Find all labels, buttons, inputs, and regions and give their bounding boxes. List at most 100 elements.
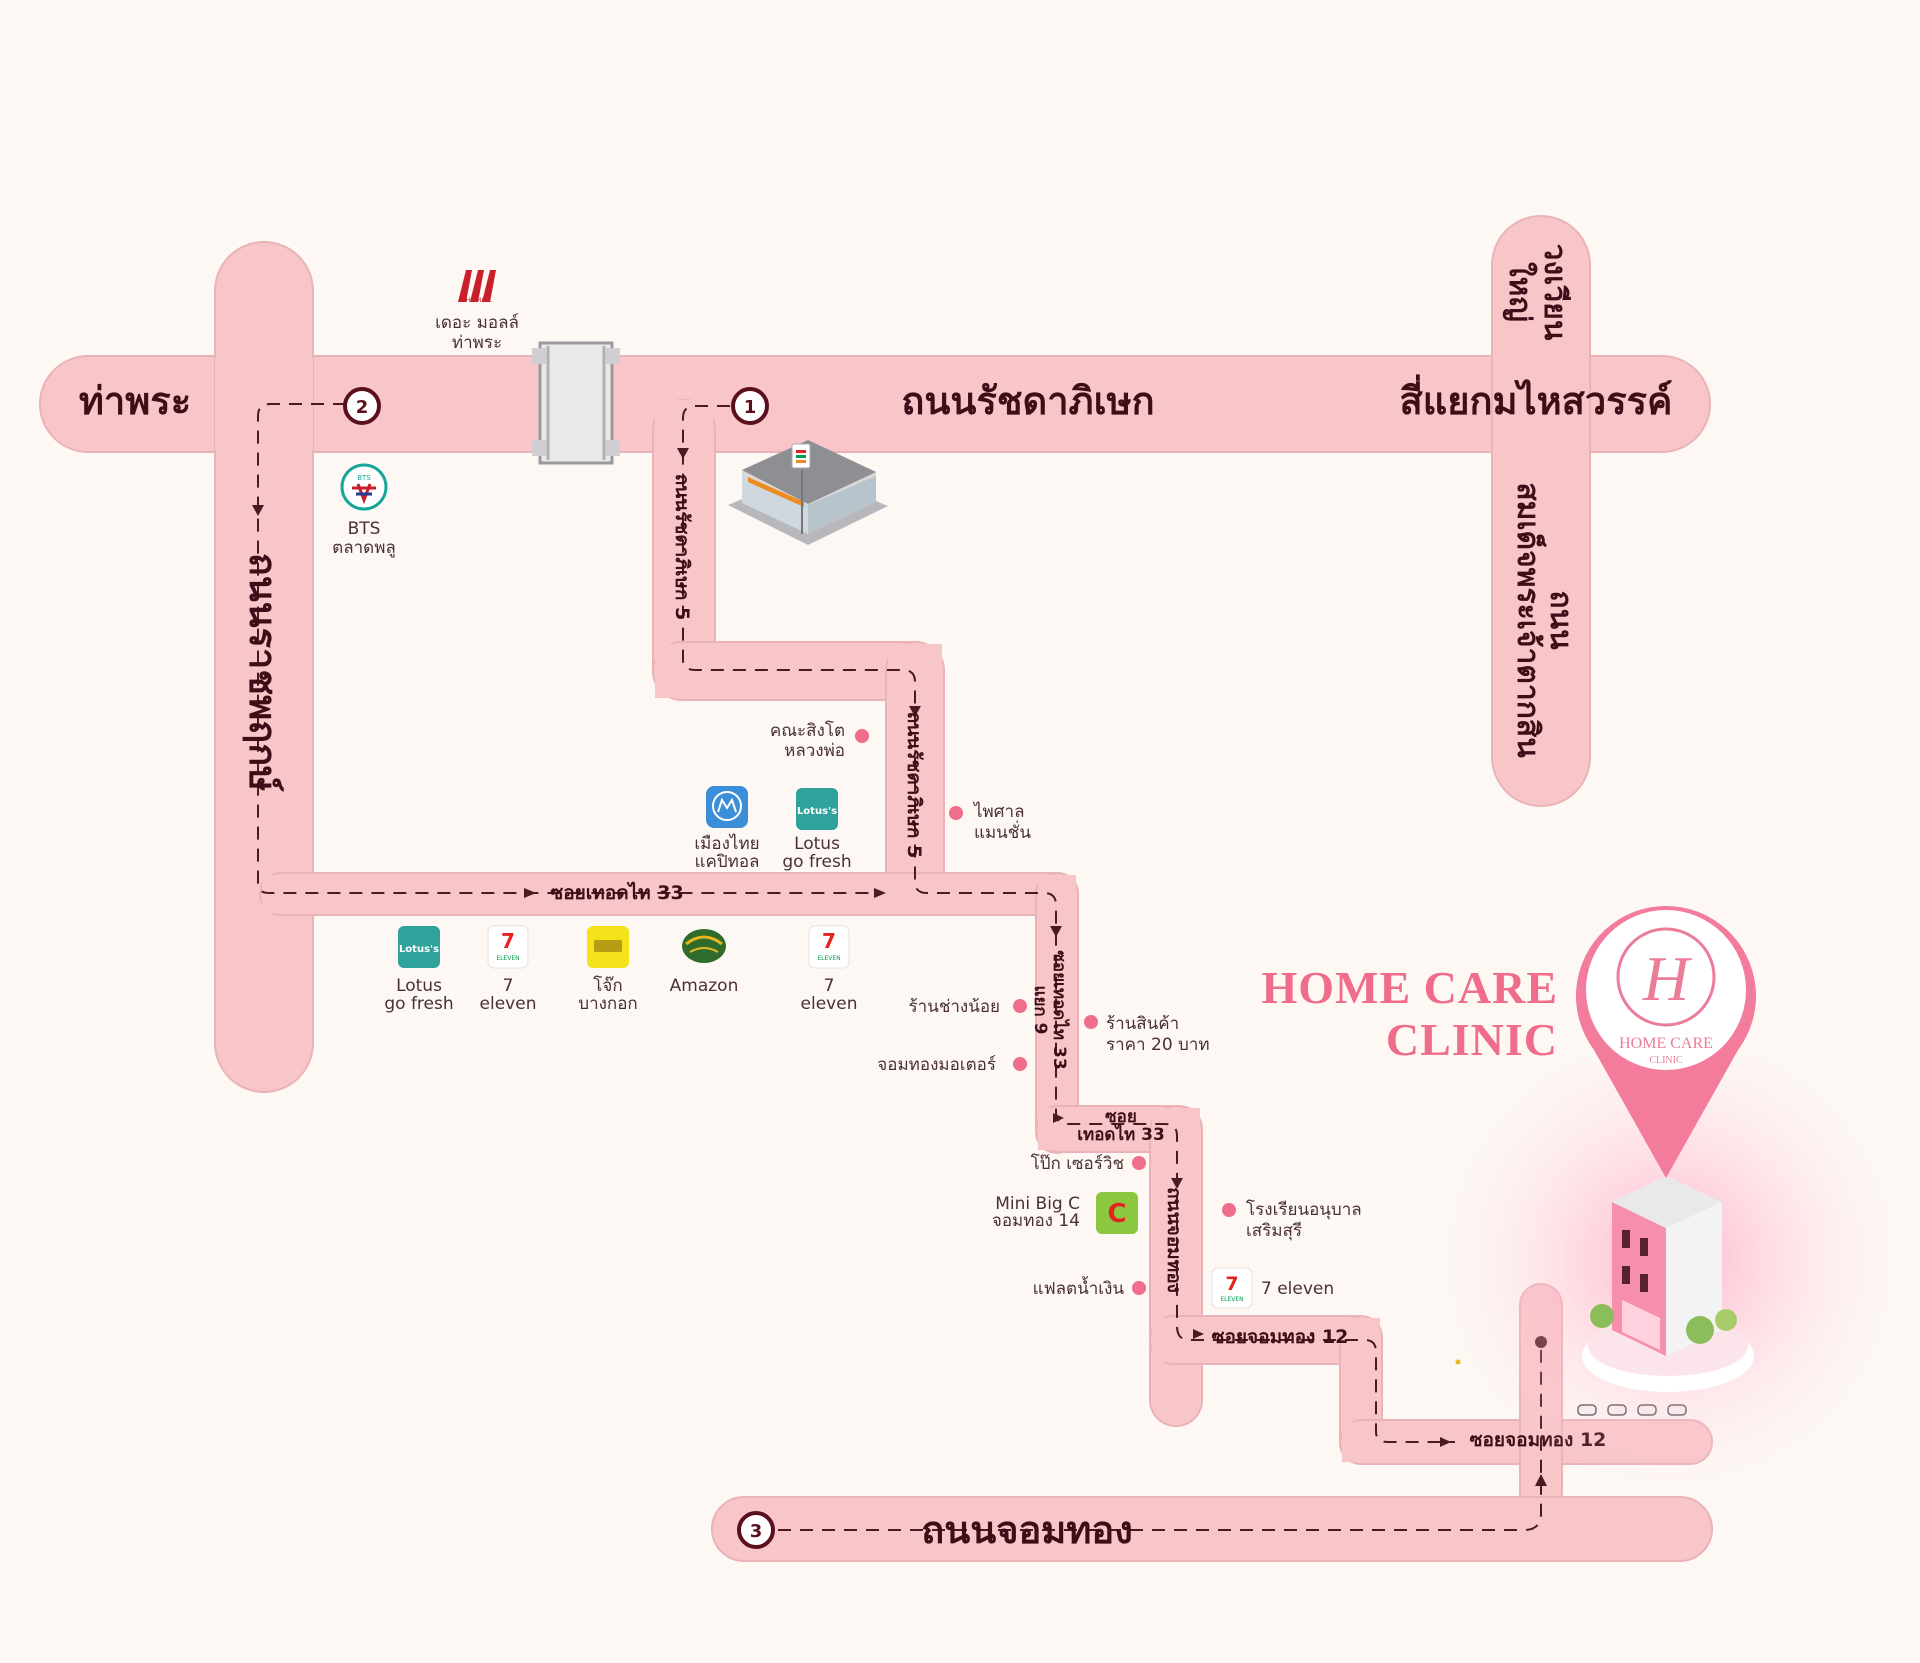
svg-text:7: 7 xyxy=(501,929,515,953)
road-label-thoetthai33-short-1: ซอย xyxy=(1105,1107,1137,1127)
svg-text:Mini Big C: Mini Big C xyxy=(995,1194,1080,1214)
route-3-path xyxy=(778,1350,1542,1531)
svg-text:หลวงพ่อ: หลวงพ่อ xyxy=(784,741,845,761)
skywalk-bridge xyxy=(532,341,620,465)
road-label-yaek9-2: แยก 9 xyxy=(1030,986,1050,1035)
landmark-cafe-amazon: Amazon xyxy=(670,929,738,996)
seven-eleven-logo-icon: 7 ELEVEN xyxy=(808,925,850,969)
landmark-ran-sinka-20-baht: ร้านสินค้า ราคา 20 บาท xyxy=(1084,1014,1210,1055)
road-label-chomthong-soi: ถนนจอมทอง xyxy=(1163,1187,1185,1293)
landmark-ran-chang-noi: ร้านช่างน้อย xyxy=(909,997,1027,1017)
landmark-pok-service: โป๊ก เซอร์วิช xyxy=(1031,1153,1146,1174)
road-label-ratchaphruek: ถนนราชพฤกษ์ xyxy=(241,553,285,793)
road-chomthong-main xyxy=(711,1496,1713,1562)
svg-text:go fresh: go fresh xyxy=(384,994,453,1014)
landmark-seven-eleven-b: 7 ELEVEN 7 eleven xyxy=(801,925,858,1014)
landmark-school: โรงเรียนอนุบาล เสริมสุรี xyxy=(1222,1199,1362,1241)
svg-text:ELEVEN: ELEVEN xyxy=(1220,1296,1243,1303)
svg-text:Lotus's: Lotus's xyxy=(797,806,837,817)
landmark-flat-nam-ngoen: แฟลตน้ำเงิน xyxy=(1033,1276,1146,1299)
svg-text:Lotus: Lotus xyxy=(396,976,442,996)
svg-text:Lotus's: Lotus's xyxy=(399,944,439,955)
svg-text:ราคา 20 บาท: ราคา 20 บาท xyxy=(1106,1035,1210,1055)
svg-text:จอมทองมอเตอร์: จอมทองมอเตอร์ xyxy=(877,1055,996,1075)
svg-text:H: H xyxy=(1642,943,1693,1014)
svg-text:1: 1 xyxy=(744,397,757,418)
route-marker-2: 2 xyxy=(343,387,381,425)
landmark-jok-bangkok: โจ๊ก บางกอก xyxy=(578,926,638,1014)
svg-text:BTS: BTS xyxy=(348,519,381,539)
clinic-building-icon xyxy=(1582,1176,1754,1392)
svg-text:go fresh: go fresh xyxy=(782,852,851,872)
landmark-lotus-go-fresh-a: Lotus's Lotus go fresh xyxy=(384,926,454,1014)
road-label-chomthong-main: ถนนจอมทอง xyxy=(921,1508,1133,1552)
route-marker-1: 1 xyxy=(731,387,769,425)
svg-text:แคปิทอล: แคปิทอล xyxy=(695,852,760,872)
landmark-bts-talat-phlu: BTS BTS ตลาดพลู xyxy=(332,463,396,558)
svg-text:2: 2 xyxy=(356,397,369,418)
landmark-muang-thai-capitol: เมืองไทย แคปิทอล xyxy=(694,786,760,872)
seven-eleven-logo-icon: 7 ELEVEN xyxy=(1211,1267,1253,1309)
svg-text:โป๊ก เซอร์วิช: โป๊ก เซอร์วิช xyxy=(1031,1153,1124,1174)
landmark-seven-eleven-c: 7 ELEVEN 7 eleven xyxy=(1211,1267,1334,1309)
road-label-mahaisawan: สี่แยกมไหสวรรค์ xyxy=(1400,374,1673,423)
road-label-wongwian-yai-2: ใหญ่ xyxy=(1502,262,1538,322)
route-2-path xyxy=(257,403,880,894)
road-label-thoetthai33: ซอยเทอดไท 33 xyxy=(550,881,683,904)
svg-text:ร้านช่างน้อย: ร้านช่างน้อย xyxy=(909,997,1000,1017)
road-yaek9 xyxy=(1035,872,1079,1154)
svg-text:C: C xyxy=(1107,1199,1126,1229)
svg-text:บางกอก: บางกอก xyxy=(578,994,637,1014)
jok-bangkok-logo-icon xyxy=(587,926,629,968)
landmark-paisan-mansion: ไพศาล แมนชั่น xyxy=(949,801,1031,843)
road-label-taksin-1: ถนน xyxy=(1543,590,1578,650)
svg-text:BTS: BTS xyxy=(357,474,371,482)
clinic-title-line2: CLINIC xyxy=(1386,1014,1558,1065)
svg-text:7: 7 xyxy=(1225,1273,1238,1295)
lotus-logo-icon: Lotus's xyxy=(398,926,440,968)
landmark-lotus-go-fresh-b: Lotus's Lotus go fresh xyxy=(782,788,852,872)
svg-text:7: 7 xyxy=(822,929,836,953)
svg-text:THE MALL: THE MALL xyxy=(461,297,492,304)
svg-text:แมนชั่น: แมนชั่น xyxy=(974,820,1031,843)
big-c-logo-icon: C xyxy=(1096,1192,1138,1234)
route-marker-3: 3 xyxy=(737,1511,775,1549)
route-1-path xyxy=(682,405,1455,1443)
routes-layer xyxy=(252,403,1547,1531)
road-label-ratchada5-upper: ถนนรัชดาภิเษก 5 xyxy=(671,474,693,620)
seven-eleven-logo-icon: 7 ELEVEN xyxy=(487,925,529,969)
svg-text:Lotus: Lotus xyxy=(794,834,840,854)
svg-text:เมืองไทย: เมืองไทย xyxy=(694,833,759,854)
bts-logo-icon: BTS xyxy=(340,463,388,511)
svg-text:eleven: eleven xyxy=(480,994,537,1014)
road-label-tha-phra: ท่าพระ xyxy=(79,379,191,423)
landmark-the-mall: THE MALL เดอะ มอลล์ ท่าพระ xyxy=(435,270,519,353)
svg-text:โจ๊ก: โจ๊ก xyxy=(593,975,622,996)
road-label-soi12-upper: ซอยจอมทอง 12 xyxy=(1212,1326,1349,1348)
svg-text:3: 3 xyxy=(750,1521,763,1542)
road-label-thoetthai33-short-2: เทอดไท 33 xyxy=(1077,1124,1165,1145)
svg-text:7: 7 xyxy=(503,976,514,996)
svg-text:ไพศาล: ไพศาล xyxy=(972,801,1025,822)
clinic-destination: H HOME CARE CLINIC HOME CARE CLINIC xyxy=(1262,906,1900,1490)
svg-text:HOME CARE: HOME CARE xyxy=(1619,1035,1713,1052)
svg-text:จอมทอง 14: จอมทอง 14 xyxy=(992,1211,1080,1231)
svg-text:ท่าพระ: ท่าพระ xyxy=(452,333,502,353)
cafe-amazon-logo-icon xyxy=(682,929,726,963)
svg-text:eleven: eleven xyxy=(801,994,858,1014)
svg-text:7 eleven: 7 eleven xyxy=(1261,1279,1334,1299)
road-label-ratchada5-lower: ถนนรัชดาภิเษก 5 xyxy=(903,712,925,858)
road-label-yaek9-1: ซอยเทอดไท 33 xyxy=(1049,950,1070,1069)
landmark-seven-eleven-a: 7 ELEVEN 7 eleven xyxy=(480,925,537,1014)
clinic-location-pin-icon: H HOME CARE CLINIC xyxy=(1576,906,1757,1178)
the-mall-logo-icon: THE MALL xyxy=(458,270,496,304)
muang-thai-logo-icon xyxy=(706,786,748,828)
road-labels: ท่าพระ ถนนรัชดาภิเษก สี่แยกมไหสวรรค์ วงเ… xyxy=(79,244,1673,1552)
svg-text:เดอะ มอลล์: เดอะ มอลล์ xyxy=(435,313,519,333)
clinic-title-line1: HOME CARE xyxy=(1262,962,1559,1013)
svg-text:ELEVEN: ELEVEN xyxy=(817,955,840,962)
road-label-ratchada: ถนนรัชดาภิเษก xyxy=(901,379,1154,423)
seven-eleven-store-illustration xyxy=(728,440,888,545)
svg-text:แฟลตน้ำเงิน: แฟลตน้ำเงิน xyxy=(1033,1276,1125,1299)
